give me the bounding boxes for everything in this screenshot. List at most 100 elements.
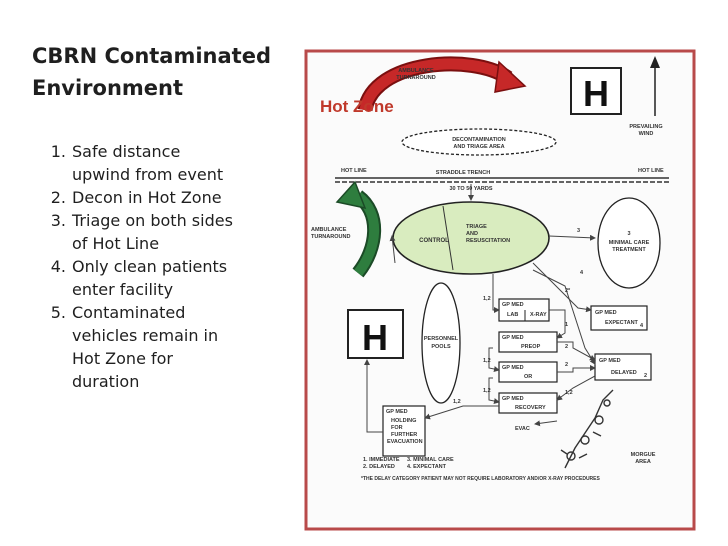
bullet-text-line: Triage on both sides: [72, 211, 233, 230]
bullet-text-line: Only clean patients: [72, 257, 228, 276]
morgue-line1: MORGUE: [631, 452, 656, 458]
holding-line3: FOR: [391, 425, 403, 431]
hot-zone-label: Hot Zone: [320, 97, 394, 116]
helipad-top-letter: H: [583, 73, 609, 114]
expectant-line1: GP MED: [595, 310, 617, 316]
bullet-item: 3. Triage on both sides of Hot Line: [40, 209, 280, 255]
ambulance-turnaround-top-line1: AMBULANCE: [398, 68, 434, 74]
bullet-number: 5.: [50, 303, 66, 322]
flow-number-2: 1,2: [483, 358, 491, 364]
minimal-care-ellipse: [597, 197, 661, 289]
legend-2: 2. DELAYED: [363, 464, 395, 470]
triage-line1: TRIAGE: [466, 224, 487, 230]
ambulance-turnaround-left-line1: AMBULANCE: [311, 227, 347, 233]
flow-number-4: 1,2: [453, 399, 461, 405]
preop-line1: GP MED: [502, 335, 524, 341]
expectant-line2: EXPECTANT: [605, 320, 639, 326]
bullet-text-line: Contaminated: [72, 303, 186, 322]
prevailing-wind-line2: WIND: [639, 131, 654, 137]
slide-title: CBRN Contaminated Environment: [32, 44, 271, 100]
decon-area-line2: AND TRIAGE AREA: [453, 144, 504, 150]
personnel-pools-line2: POOLS: [431, 344, 451, 350]
flow-number-11: 4: [580, 270, 584, 276]
triage-divider: [442, 205, 454, 271]
bullet-item: 2. Decon in Hot Zone: [40, 186, 280, 209]
bullet-text-line: Hot Zone for: [72, 349, 173, 368]
straddle-trench-label: STRADDLE TRENCH: [436, 170, 490, 176]
bullet-text-line: upwind from event: [72, 165, 224, 184]
triage-line3: RESUSCITATION: [466, 238, 510, 244]
bullet-text-line: vehicles remain in: [72, 326, 219, 345]
personnel-pools-ellipse: [421, 282, 461, 404]
holding-line4: FURTHER: [391, 432, 417, 438]
bullet-item: 5. Contaminated vehicles remain in Hot Zone…: [40, 301, 280, 393]
holding-line1: GP MED: [386, 409, 408, 415]
legend-1: 1. IMMEDIATE: [363, 457, 400, 463]
lab-line1: GP MED: [502, 302, 524, 308]
flow-arrows: [364, 184, 596, 433]
or-line1: GP MED: [502, 365, 524, 371]
ambulance-turnaround-green-arrow: [335, 180, 382, 278]
hot-line-left-label: HOT LINE: [341, 168, 367, 174]
delayed-line1: GP MED: [599, 358, 621, 364]
prevailing-wind-line1: PREVAILING: [629, 124, 662, 130]
flow-number-12: 4: [640, 323, 644, 329]
legend-4: 4. EXPECTANT: [407, 464, 447, 470]
triage-line2: AND: [466, 231, 478, 237]
cbrn-flow-diagram: AMBULANCE TURNAROUND Hot Zone H PREVAILI…: [304, 49, 696, 531]
bullet-list: 1. Safe distance upwind from event 2. Decon …: [40, 140, 280, 393]
or-line2: OR: [524, 374, 532, 380]
bullet-text-line: of Hot Line: [72, 234, 160, 253]
bullet-number: 3.: [50, 211, 66, 230]
bullet-text-line: enter facility: [72, 280, 174, 299]
bullet-text-line: Decon in Hot Zone: [72, 188, 222, 207]
flow-number-7: 2: [565, 362, 568, 368]
flow-number-5: 1: [565, 322, 568, 328]
helipad-bottom: [347, 309, 404, 359]
delayed-line2: DELAYED: [611, 370, 637, 376]
morgue-icon: [560, 389, 614, 469]
footnote: *THE DELAY CATEGORY PATIENT MAY NOT REQU…: [361, 476, 600, 482]
flow-number-13: 2: [644, 373, 647, 379]
bullet-text-line: duration: [72, 372, 140, 391]
holding-line5: EVACUATION: [387, 439, 423, 445]
ambulance-turnaround-top-line2: TURNAROUND: [396, 75, 435, 81]
decon-area-line1: DECONTAMINATION: [452, 137, 506, 143]
holding-box: [382, 405, 426, 457]
lab-line3: X-RAY: [530, 312, 547, 318]
recovery-line2: RECOVERY: [515, 405, 546, 411]
minimal-care-line2: MINIMAL CARE: [609, 240, 650, 246]
prevailing-wind-arrow: [650, 56, 660, 116]
personnel-pools-line1: PERSONNEL: [424, 336, 459, 342]
legend-3: 3. MINIMAL CARE: [407, 457, 454, 463]
bullet-number: 1.: [50, 142, 66, 161]
preop-line2: PREOP: [521, 344, 541, 350]
lab-line2: LAB: [507, 312, 518, 318]
expectant-box: [590, 305, 648, 331]
hot-line-right-label: HOT LINE: [638, 168, 664, 174]
helipad-bottom-letter: H: [362, 317, 388, 358]
bullet-text-line: Safe distance: [72, 142, 181, 161]
ambulance-turnaround-left-line2: TURNAROUND: [311, 234, 350, 240]
delayed-box: [594, 353, 652, 381]
flow-number-9: 2*: [565, 288, 571, 294]
flow-number-1: 1,2: [483, 296, 491, 302]
bullet-number: 2.: [50, 188, 66, 207]
flow-number-8: 1,2: [565, 390, 573, 396]
holding-line2: HOLDING: [391, 418, 416, 424]
recovery-line1: GP MED: [502, 396, 524, 402]
helipad-top: [570, 67, 622, 115]
flow-number-6: 2: [565, 344, 568, 350]
decon-area: [401, 128, 557, 156]
flow-number-3: 1,2: [483, 388, 491, 394]
flow-number-10: 3: [577, 228, 580, 234]
morgue-line2: AREA: [635, 459, 651, 465]
evac-label: EVAC: [515, 426, 530, 432]
hot-line: [335, 177, 669, 183]
bullet-item: 1. Safe distance upwind from event: [40, 140, 280, 186]
minimal-care-line1: 3: [627, 231, 630, 237]
ambulance-turnaround-red-arrow: [357, 56, 527, 113]
control-label: CONTROL: [419, 238, 449, 244]
minimal-care-line3: TREATMENT: [612, 247, 646, 253]
